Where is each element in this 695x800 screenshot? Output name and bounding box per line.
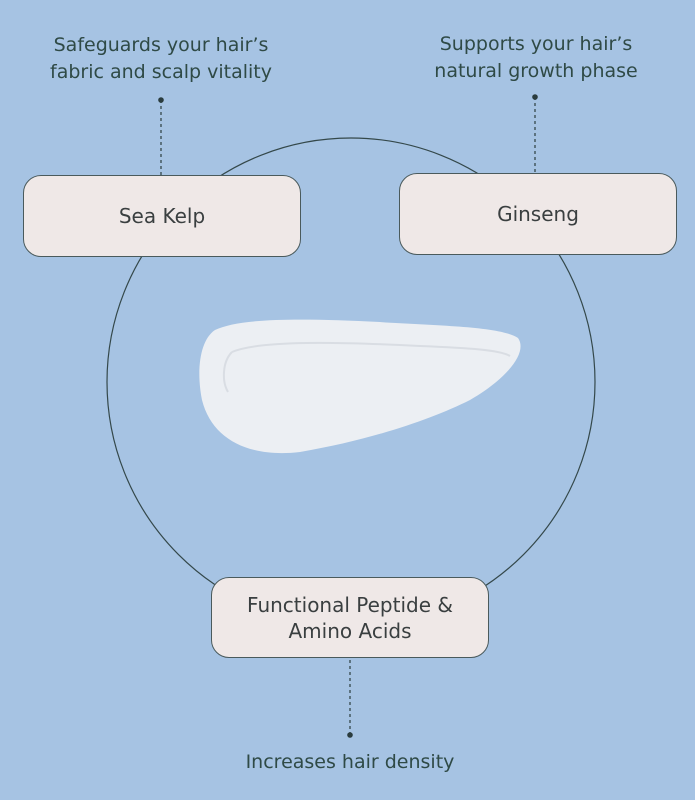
sea-kelp-box: Sea Kelp	[23, 175, 301, 257]
ingredient-label: Amino Acids	[288, 618, 412, 643]
ingredient-label: Sea Kelp	[118, 204, 206, 228]
connector-dot	[158, 97, 164, 103]
ginseng-box: Ginseng	[399, 173, 677, 255]
ingredient-label: Functional Peptide &	[247, 592, 453, 617]
benefit-line: Supports your hair’s	[439, 33, 633, 55]
peptide-box: Functional Peptide & Amino Acids	[211, 577, 489, 658]
ginseng-benefit: Supports your hair’s natural growth phas…	[385, 31, 687, 85]
benefit-line: Safeguards your hair’s	[53, 34, 269, 56]
connector-dot	[532, 94, 538, 100]
connector-dot	[347, 732, 353, 738]
benefit-line: fabric and scalp vitality	[50, 61, 272, 83]
peptide-benefit: Increases hair density	[180, 749, 520, 776]
ingredient-label: Ginseng	[497, 202, 579, 226]
benefit-line: Increases hair density	[245, 751, 455, 773]
benefit-line: natural growth phase	[434, 60, 638, 82]
sea-kelp-benefit: Safeguards your hair’s fabric and scalp …	[10, 32, 312, 86]
cream-swatch-image	[199, 319, 521, 454]
